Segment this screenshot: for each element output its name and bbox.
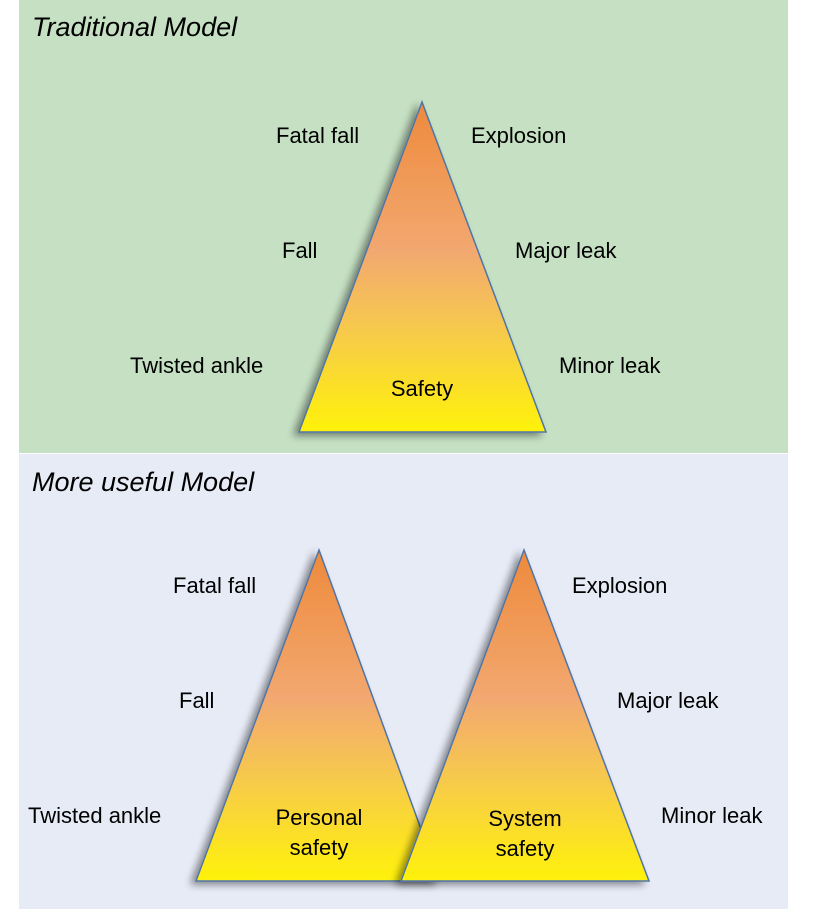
right-label-explosion: Explosion <box>572 573 668 598</box>
right-label-minor-leak: Minor leak <box>661 803 763 828</box>
left-label-twisted-ankle: Twisted ankle <box>28 803 162 828</box>
safety-triangle <box>297 99 548 433</box>
personal-safety-triangle <box>194 547 442 882</box>
left-label-fall: Fall <box>282 238 318 263</box>
system-safety-label-line1: System <box>488 806 562 831</box>
system-safety-label-line2: safety <box>495 836 555 861</box>
personal-safety-label-line1: Personal <box>275 805 363 830</box>
right-label-explosion: Explosion <box>471 123 567 148</box>
right-label-major-leak: Major leak <box>515 238 617 263</box>
left-label-fatal-fall: Fatal fall <box>173 573 257 598</box>
right-label-major-leak: Major leak <box>617 688 719 713</box>
useful-model-title: More useful Model <box>32 467 255 497</box>
system-safety-triangle <box>399 547 651 882</box>
left-label-twisted-ankle: Twisted ankle <box>130 353 264 378</box>
traditional-model-title: Traditional Model <box>32 12 238 42</box>
left-label-fall: Fall <box>179 688 215 713</box>
right-label-minor-leak: Minor leak <box>559 353 661 378</box>
safety-triangle-label: Safety <box>390 376 454 401</box>
left-label-fatal-fall: Fatal fall <box>276 123 360 148</box>
personal-safety-label-line2: safety <box>289 835 349 860</box>
